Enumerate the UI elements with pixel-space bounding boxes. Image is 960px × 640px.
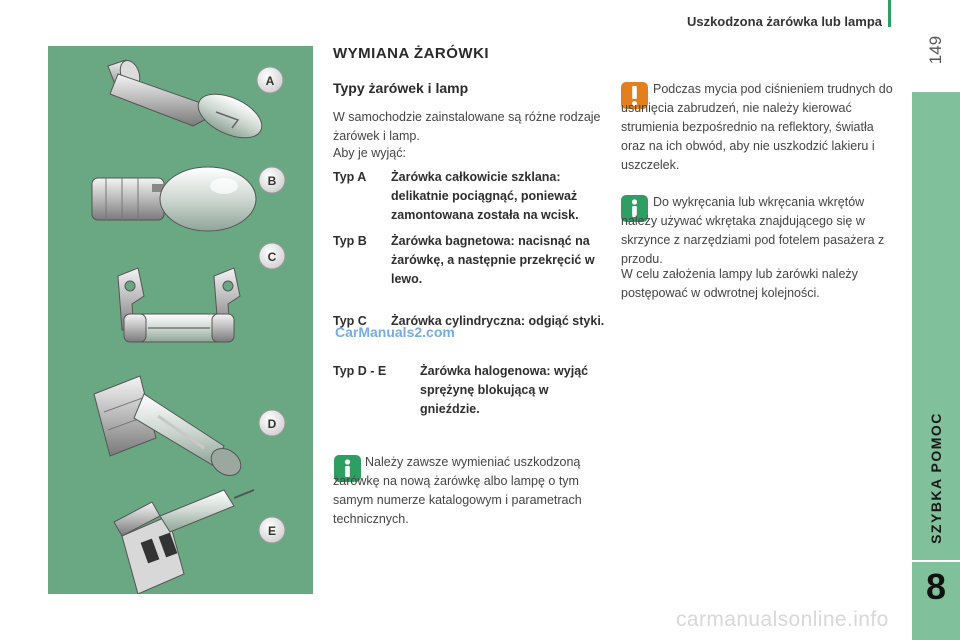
type-b-code: Typ B: [333, 234, 367, 248]
badge-d-label: D: [268, 417, 277, 431]
chapter-number: 8: [925, 566, 947, 607]
warning-icon: [621, 82, 648, 109]
section-title: WYMIANA ŻARÓWKI: [333, 45, 490, 62]
badge-d: D: [258, 409, 286, 437]
badge-b: B: [258, 166, 286, 194]
info-note-right-continued: W celu założenia lampy lub żarówki należ…: [621, 267, 858, 300]
bulb-a-illustration: [107, 59, 263, 139]
type-de-description: Żarówka halogenowa: wyjąć sprężynę bloku…: [420, 364, 589, 416]
badge-b-label: B: [268, 174, 277, 188]
info-note-right: Do wykręcania lub wkręcania wkrętów nale…: [621, 195, 885, 266]
page-header-title: Uszkodzona żarówka lub lampa: [686, 14, 882, 29]
badge-a: A: [256, 66, 284, 94]
badge-e-label: E: [268, 524, 276, 538]
type-c-description: Żarówka cylindryczna: odgiąć styki.: [391, 314, 605, 328]
badge-e: E: [258, 516, 286, 544]
bulb-types-figure: A B C D E: [48, 46, 313, 594]
warning-note: Podczas mycia pod ciśnieniem trudnych do…: [621, 82, 893, 172]
bulb-e-illustration: [113, 489, 255, 594]
bulb-c-illustration: [117, 267, 241, 343]
type-a-code: Typ A: [333, 170, 367, 184]
side-tab-divider: [912, 560, 960, 562]
type-de-code: Typ D - E: [333, 364, 387, 378]
header-accent-line: [888, 0, 891, 27]
badge-c-label: C: [268, 250, 277, 264]
info-note-left: Należy zawsze wymieniać uszkodzoną żarów…: [333, 455, 582, 526]
intro-paragraph: W samochodzie zainstalowane są różne rod…: [333, 110, 601, 143]
bulb-d-illustration: [93, 375, 242, 476]
footer-watermark: carmanualsonline.info: [676, 608, 889, 631]
bulb-b-illustration: [91, 166, 257, 232]
chapter-label: SZYBKA POMOC: [928, 412, 944, 544]
page-number: 149: [926, 35, 945, 65]
type-c-code: Typ C: [333, 314, 367, 328]
chapter-side-tab: [912, 92, 960, 640]
badge-a-label: A: [266, 74, 275, 88]
type-b-description: Żarówka bagnetowa: nacisnąć na żarówkę, …: [391, 234, 595, 286]
info-icon: [334, 455, 361, 482]
badge-c: C: [258, 242, 286, 270]
info-icon-right: [621, 195, 648, 222]
bulb-illustrations: A B C D E: [91, 59, 286, 594]
lead-paragraph: Aby je wyjąć:: [333, 146, 406, 160]
type-a-description: Żarówka całkowicie szklana: delikatnie p…: [391, 170, 579, 222]
overlay-watermark: CarManuals2.com: [335, 324, 455, 340]
subsection-title: Typy żarówek i lamp: [333, 80, 469, 96]
